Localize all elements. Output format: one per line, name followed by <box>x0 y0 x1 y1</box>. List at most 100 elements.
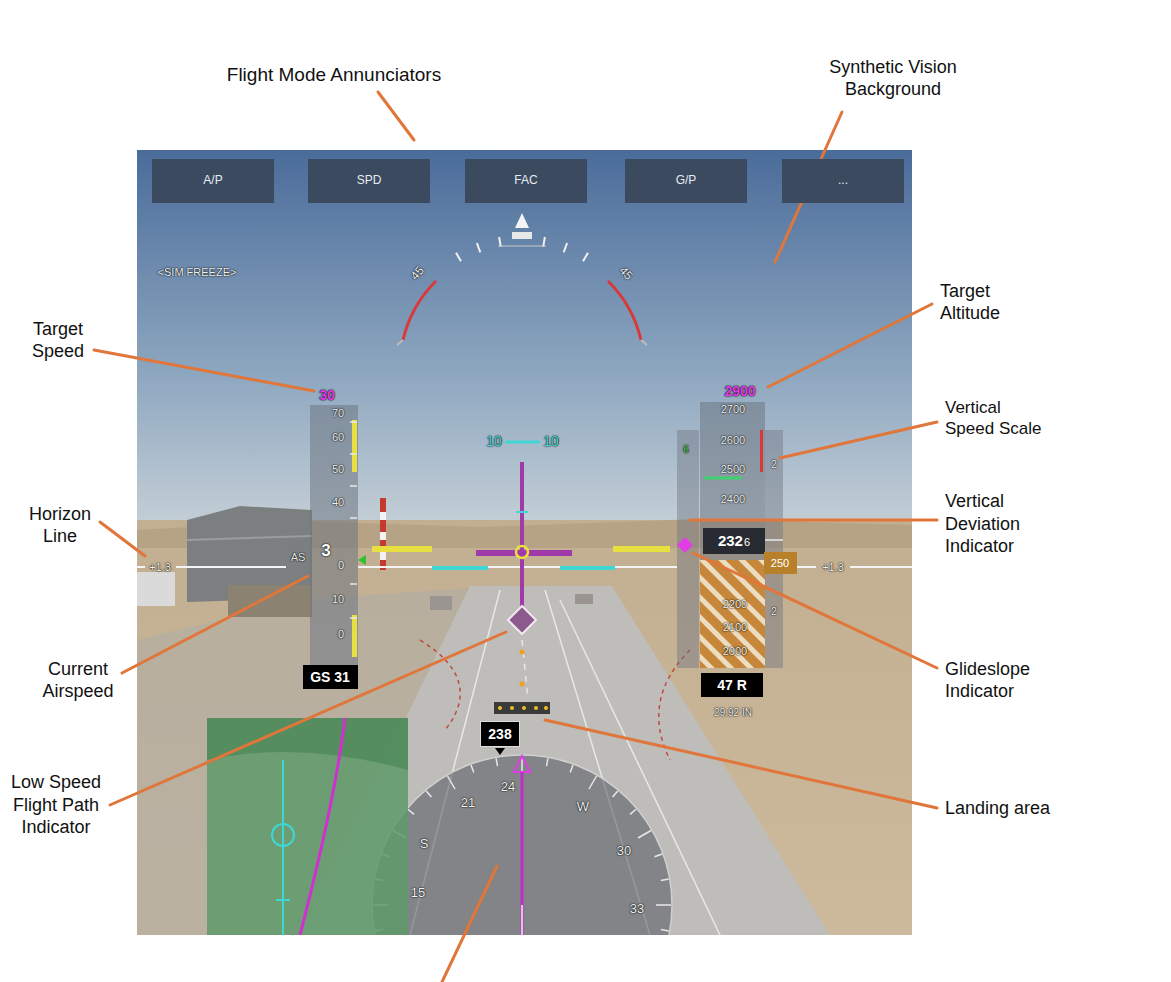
speed-tick: 40 <box>332 496 344 510</box>
altitude-tape <box>677 537 693 553</box>
flight-director <box>508 606 536 634</box>
speed-tick: 60 <box>332 431 344 445</box>
landing-area <box>544 706 548 710</box>
annotation-label: Current Airspeed <box>33 658 123 703</box>
speed-tape <box>350 422 357 618</box>
bank-scale <box>498 246 546 247</box>
compass-label: 33 <box>630 901 644 917</box>
leader-line <box>94 350 314 391</box>
compass-tick <box>638 831 651 839</box>
altitude-tape <box>765 430 783 668</box>
sky <box>137 150 912 525</box>
node-text: ... <box>838 174 848 188</box>
compass-label: 21 <box>461 795 475 811</box>
flight-director <box>432 566 488 570</box>
annotation-label: Vertical Speed Scale <box>945 397 1049 440</box>
groundspeed-box: GS 31 <box>303 665 358 689</box>
bank-scale <box>403 281 436 340</box>
compass-tick <box>656 904 671 906</box>
bank-scale <box>583 253 588 262</box>
annotation-label: Target Speed <box>18 318 98 363</box>
deviation-value: 6 <box>683 444 689 457</box>
target-speed: 30 <box>319 387 335 405</box>
speed-tick: 70 <box>332 407 344 421</box>
node-text: A/P <box>203 174 222 188</box>
annotation-label: Flight Mode Annunciators <box>227 63 441 87</box>
moving-map <box>282 760 284 935</box>
moving-map <box>276 899 290 901</box>
flight-director <box>520 462 524 606</box>
bank-scale <box>515 213 529 228</box>
speed-tape <box>358 555 366 565</box>
flight-director <box>372 442 670 634</box>
mode-annunciator: A/P <box>152 159 274 203</box>
compass-tick <box>613 791 618 797</box>
node-text: SPD <box>357 174 382 188</box>
flight-director <box>516 546 528 558</box>
bank-scale <box>397 340 403 345</box>
node-text: GS 31 <box>310 669 350 685</box>
leader-line <box>545 720 937 808</box>
landing-area <box>510 706 514 710</box>
leader-line <box>378 92 414 140</box>
compass-tick <box>448 776 456 789</box>
bank-scale <box>543 237 545 247</box>
leader-line <box>122 576 308 673</box>
bank-label: 45 <box>408 263 428 283</box>
altitude-tick: 2400 <box>721 493 745 507</box>
node-text: 232 <box>718 532 743 549</box>
altitude-tick: 2600 <box>721 434 745 448</box>
altitude-tick: 2200 <box>723 598 747 612</box>
landing-area <box>494 702 550 714</box>
bank-scale <box>397 213 647 345</box>
vertical-speed-tick: 2 <box>771 459 777 472</box>
compass-tick <box>408 809 414 814</box>
target-altitude: 2900 <box>724 383 755 401</box>
mode-annunciator: G/P <box>625 159 747 203</box>
horizon-line <box>137 566 145 568</box>
annotation-label: Vertical Deviation Indicator <box>945 490 1045 558</box>
landing-area <box>534 706 538 710</box>
bank-scale <box>456 237 588 261</box>
landing-area <box>522 706 526 710</box>
compass-rose <box>514 756 530 772</box>
compass-rose <box>521 772 524 935</box>
mode-annunciator: FAC <box>465 159 587 203</box>
altitude-tape <box>677 430 699 668</box>
speed-tape <box>350 617 357 619</box>
annotation-label: Synthetic Vision Background <box>818 56 968 101</box>
altitude-tick: 2000 <box>723 645 747 659</box>
flight-director <box>516 511 528 513</box>
leader-line <box>768 304 932 387</box>
moving-map <box>300 718 345 935</box>
compass-rose <box>495 748 505 755</box>
runway-markings <box>522 640 528 700</box>
buildings <box>430 596 452 610</box>
annotation-label: Landing area <box>945 797 1050 820</box>
flight-director <box>372 546 432 552</box>
speed-tape <box>350 517 357 519</box>
compass-label: 30 <box>617 843 631 859</box>
annotation-label: Horizon Line <box>20 503 100 548</box>
landing-area <box>520 650 525 655</box>
compass-tick <box>496 758 497 766</box>
horizon-line <box>850 566 912 568</box>
mode-annunciator: ... <box>782 159 904 203</box>
compass-tick <box>655 854 663 857</box>
compass-tick <box>661 930 669 931</box>
flight-director <box>560 566 615 570</box>
pitch-label: 10 <box>486 433 502 451</box>
compass-tick <box>373 756 671 935</box>
leader-line <box>780 422 937 458</box>
altitude-tick: 2500 <box>721 463 745 477</box>
speed-tick: 0 <box>338 628 344 642</box>
compass-tick <box>426 791 431 797</box>
compass-label: S <box>420 836 429 852</box>
horizon-line <box>358 566 677 568</box>
flight-director <box>476 550 572 556</box>
compass-tick <box>547 758 548 766</box>
current-airspeed: 3 <box>321 540 330 561</box>
altitude-tape <box>760 430 763 472</box>
altitude-tick: 2100 <box>723 621 747 635</box>
